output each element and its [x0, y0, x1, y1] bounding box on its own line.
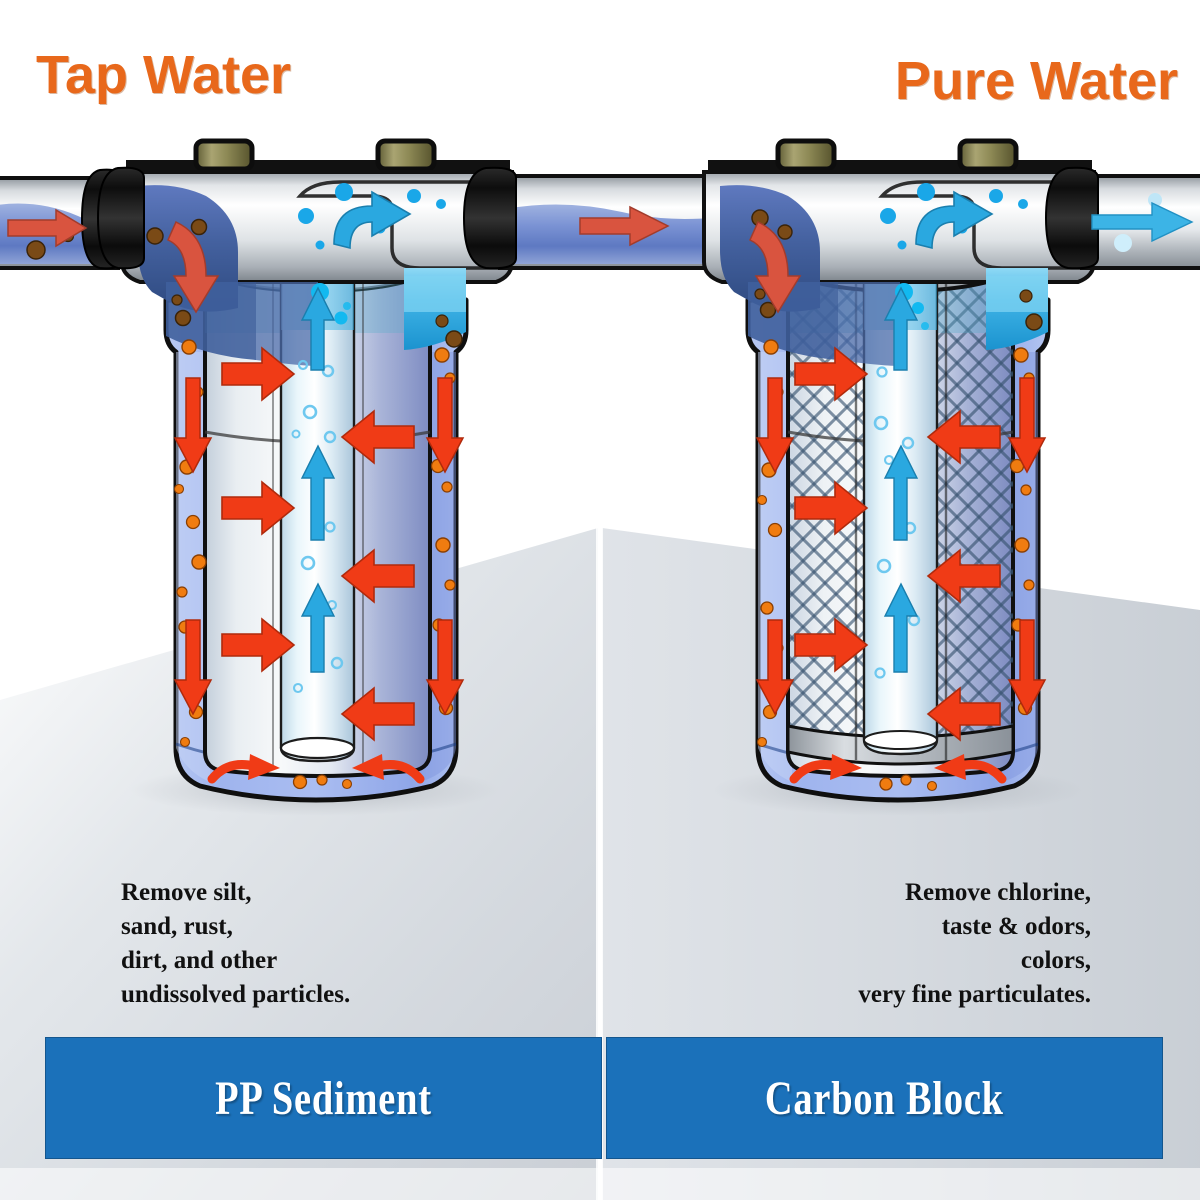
media-inflow-arrows-right-2 — [926, 409, 1001, 742]
head-downflow-arrow-1 — [167, 220, 220, 314]
stage-2-banner: Carbon Block — [606, 1037, 1163, 1159]
media-inflow-arrows-left-1 — [221, 346, 296, 673]
stage-1-cap-bolts — [193, 138, 437, 172]
stage-2-flow-arrows — [579, 190, 1194, 784]
stage-1-particles — [26, 218, 463, 790]
head-outflow-arrow-2 — [915, 190, 994, 250]
stage-2-description: Remove chlorine, taste & odors, colors, … — [858, 879, 1091, 1008]
stage-1-banner: PP Sediment — [45, 1037, 602, 1159]
inlet-arrow-2 — [579, 205, 670, 247]
head-downflow-arrow-2 — [749, 220, 802, 314]
stage-2-assembly — [579, 138, 1200, 803]
inlet-arrow-1 — [7, 208, 88, 248]
stage-2-cap-bolts — [775, 138, 1019, 172]
core-upflow-arrows-1 — [300, 286, 336, 673]
head-outflow-arrow-1 — [333, 190, 412, 250]
stage-2-particles — [751, 209, 1043, 792]
stage-2-bubbles — [873, 183, 1162, 679]
stage-2-banner-label: Carbon Block — [765, 1071, 1004, 1125]
stage-1-flow-arrows — [7, 190, 465, 784]
annulus-downflow-arrows-2 — [755, 377, 1047, 716]
stage-1-banner-label: PP Sediment — [215, 1071, 432, 1125]
core-upflow-arrows-2 — [883, 286, 919, 673]
annulus-downflow-arrows-1 — [173, 377, 465, 716]
outlet-arrow-pure — [1091, 201, 1194, 243]
stage-1-description: Remove silt, sand, rust, dirt, and other… — [121, 879, 351, 1008]
stage-1-inlet-pipe — [0, 166, 145, 270]
media-inflow-arrows-left-2 — [794, 346, 869, 673]
media-inflow-arrows-right-1 — [340, 409, 415, 742]
pure-water-heading: Pure Water — [894, 51, 1178, 111]
tap-water-heading: Tap Water — [36, 45, 292, 105]
